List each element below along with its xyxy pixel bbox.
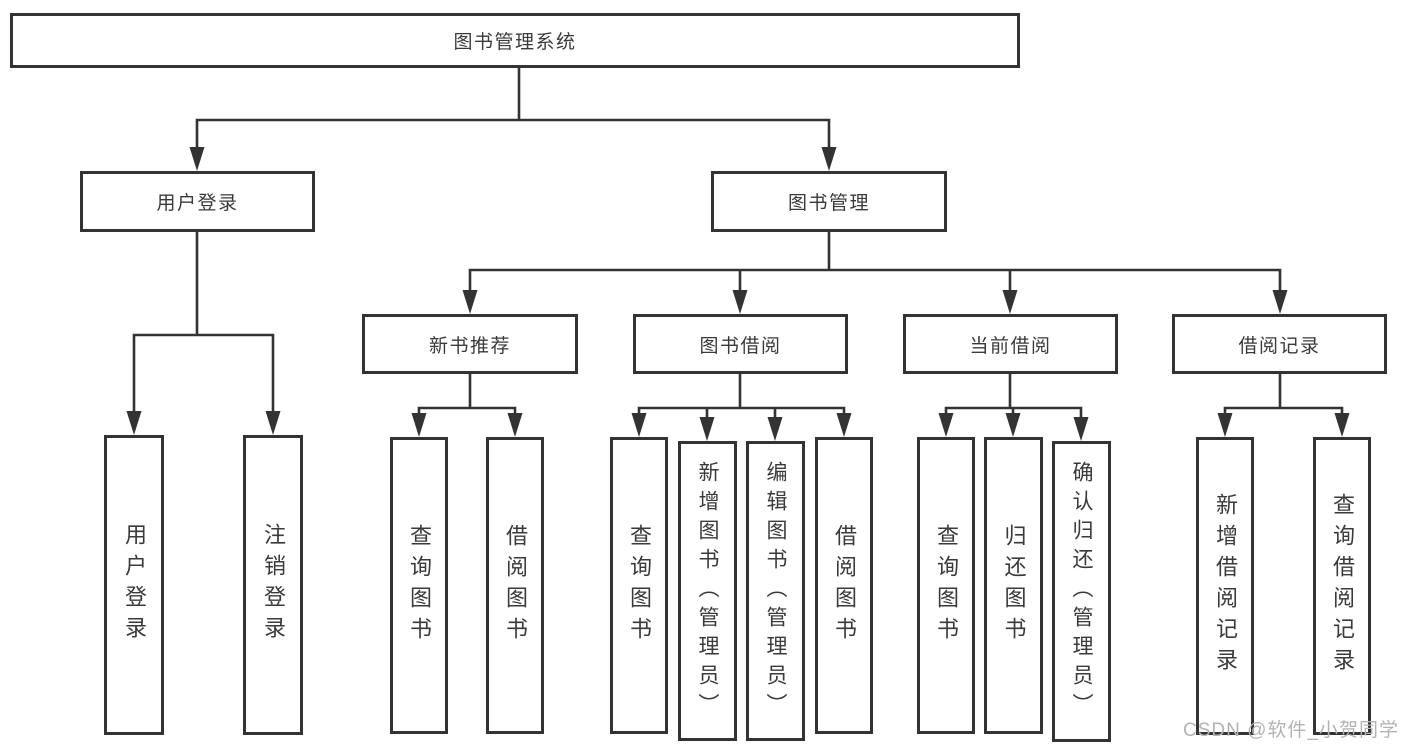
arrow-down-icon: [265, 411, 281, 435]
node-leaf-confirm-return-admin: 确认归还（管理员）: [1052, 441, 1111, 742]
watermark: CSDN @软件_小贺同学: [1183, 720, 1399, 741]
node-new-book-recommend: 新书推荐: [362, 314, 578, 374]
arrow-down-icon: [821, 147, 837, 171]
arrow-down-icon: [732, 290, 748, 314]
arrow-down-icon: [631, 413, 647, 437]
connector-book-borrow-group: [637, 371, 846, 434]
arrow-down-icon: [507, 413, 523, 437]
node-book-management-branch: 图书管理: [711, 171, 947, 232]
arrow-down-icon: [938, 413, 954, 437]
arrow-down-icon: [1073, 417, 1089, 441]
node-leaf-edit-book-admin: 编辑图书（管理员）: [746, 441, 805, 741]
arrow-down-icon: [189, 147, 205, 171]
arrow-down-icon: [1272, 290, 1288, 314]
connector-root-to-level2: [195, 66, 831, 162]
node-leaf-query-books-2: 查询图书: [610, 437, 668, 734]
node-book-borrow: 图书借阅: [633, 314, 848, 374]
node-leaf-query-borrow-record: 查询借阅记录: [1313, 437, 1371, 735]
node-leaf-borrow-books-1: 借阅图书: [486, 437, 544, 734]
node-root-library-management-system: 图书管理系统: [10, 13, 1020, 68]
node-current-borrow: 当前借阅: [903, 314, 1118, 374]
node-borrow-record: 借阅记录: [1172, 314, 1387, 374]
arrow-down-icon: [836, 413, 852, 437]
node-leaf-logout: 注销登录: [243, 435, 303, 735]
node-leaf-user-login: 用户登录: [104, 435, 164, 735]
arrow-down-icon: [1217, 413, 1233, 437]
node-leaf-query-books-1: 查询图书: [390, 437, 448, 734]
node-user-login-branch: 用户登录: [80, 171, 315, 232]
connector-new-book-recommend-group: [417, 371, 517, 430]
arrow-down-icon: [462, 290, 478, 314]
arrow-down-icon: [1002, 290, 1018, 314]
connector-book-management-branch: [468, 230, 1282, 306]
arrow-down-icon: [1334, 413, 1350, 437]
arrow-down-icon: [126, 411, 142, 435]
node-leaf-add-borrow-record: 新增借阅记录: [1196, 437, 1254, 735]
connector-current-borrow-group: [944, 371, 1083, 434]
connector-borrow-record-group: [1223, 371, 1344, 430]
node-leaf-query-books-3: 查询图书: [917, 437, 975, 734]
connector-user-login-branch: [132, 230, 275, 427]
node-leaf-return-book: 归还图书: [984, 437, 1043, 734]
arrow-down-icon: [767, 417, 783, 441]
arrow-down-icon: [1005, 413, 1021, 437]
node-leaf-add-book-admin: 新增图书（管理员）: [678, 441, 737, 741]
arrow-down-icon: [411, 413, 427, 437]
arrow-down-icon: [699, 417, 715, 441]
node-leaf-borrow-books-2: 借阅图书: [815, 437, 873, 734]
